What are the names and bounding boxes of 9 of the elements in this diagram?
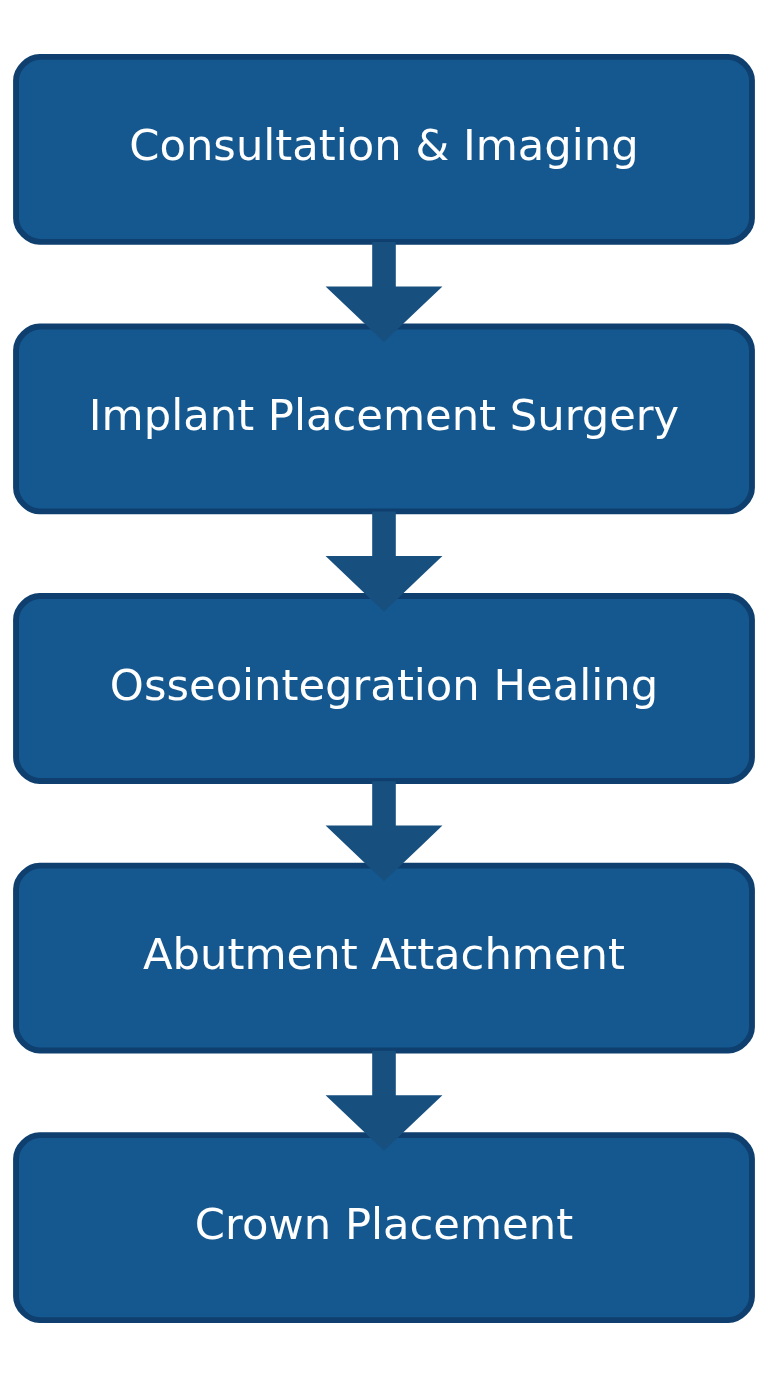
node-box: Consultation & Imaging bbox=[13, 53, 755, 245]
node-box: Abutment Attachment bbox=[13, 862, 755, 1053]
node-box: Implant Placement Surgery bbox=[13, 323, 755, 514]
arrow bbox=[325, 241, 443, 342]
arrow bbox=[325, 1050, 443, 1151]
arrow bbox=[325, 511, 443, 612]
node-box: Crown Placement bbox=[13, 1131, 755, 1323]
arrow bbox=[325, 780, 443, 881]
node-box: Osseointegration Healing bbox=[13, 592, 755, 784]
